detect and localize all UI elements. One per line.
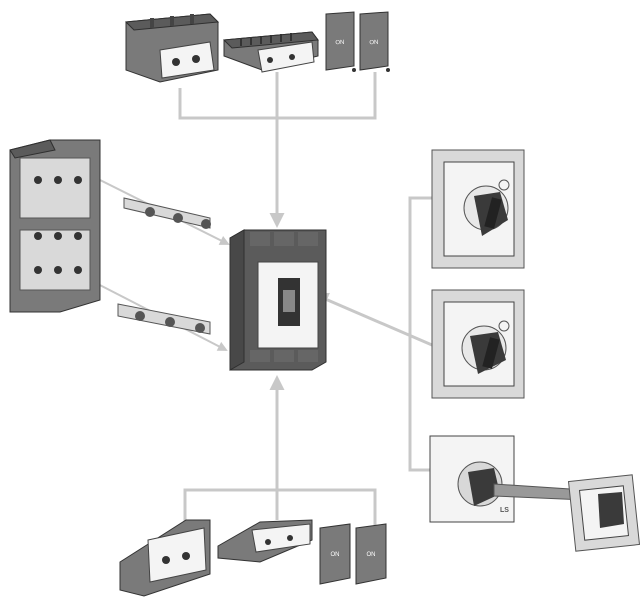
right-arrow-line	[313, 292, 433, 347]
terminal-base	[9, 139, 101, 313]
rotary-handle-door-1	[431, 149, 525, 269]
rotary-handle-extended: LS	[429, 435, 641, 552]
bottom-bracket-line	[183, 488, 377, 530]
svg-text:ON: ON	[369, 40, 378, 46]
circuit-breaker	[229, 229, 327, 371]
svg-text:ON: ON	[367, 552, 376, 558]
svg-text:LS: LS	[500, 507, 509, 514]
terminal-cover-long	[124, 13, 220, 83]
terminal-extension-upper	[123, 197, 211, 229]
right-bracket-line	[408, 196, 432, 472]
terminal-cover-short-bottom	[217, 519, 313, 563]
insulation-barrier-bottom-1: ON	[319, 523, 351, 585]
terminal-cover-long-bottom	[119, 519, 211, 597]
svg-text:ON: ON	[331, 552, 340, 558]
terminal-extension-lower	[117, 303, 211, 335]
svg-text:ON: ON	[335, 40, 344, 46]
insulation-barrier-bottom-2: ON	[355, 523, 387, 585]
terminal-cover-short	[222, 31, 319, 73]
insulation-barrier-top-2: ON	[359, 11, 390, 72]
insulation-barrier-top-1: ON	[325, 11, 356, 72]
rotary-handle-door-2	[431, 289, 525, 399]
